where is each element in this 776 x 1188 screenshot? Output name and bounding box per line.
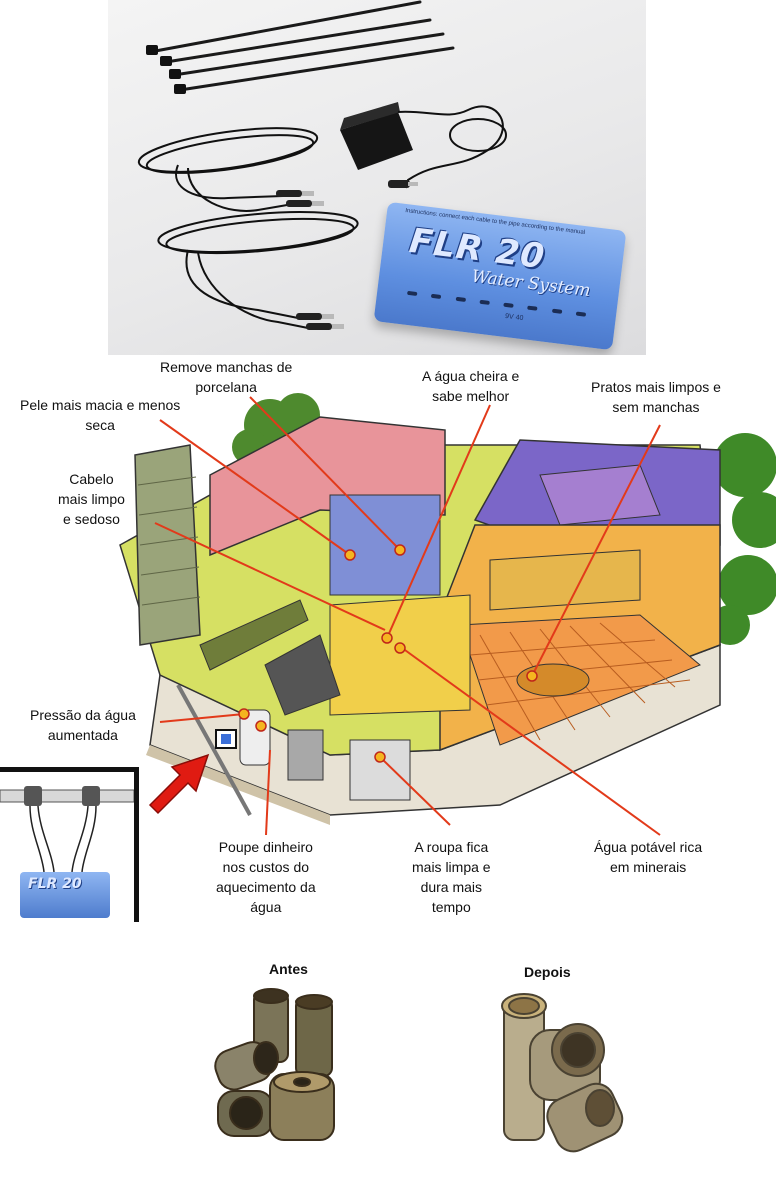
cables-and-ties-graphic [137,0,507,330]
callout-pressao: Pressão da água aumentada [30,705,136,745]
callout-remove-manchas: Remove manchas de porcelana [160,357,292,397]
callout-line: seca [85,417,115,433]
callout-agua-potavel: Água potável rica em minerais [594,837,702,877]
callout-line: aquecimento da [216,879,316,895]
callout-poupe: Poupe dinheiro nos custos do aquecimento… [216,837,316,917]
callout-line: mais limpo [58,491,125,507]
callout-line: em minerais [609,859,687,875]
callout-line: Pratos mais limpos e [591,379,721,395]
callout-pratos: Pratos mais limpos e sem manchas [591,377,721,417]
device-connector [503,302,514,308]
callout-line: e sedoso [63,511,120,527]
callout-line: Pele mais macia e menos [20,397,181,413]
house-cutaway-graphic [119,393,776,836]
callout-roupa: A roupa fica mais limpa e dura mais temp… [412,837,491,917]
red-arrow [148,753,210,815]
inset-installation-diagram: FLR 20 [0,767,139,922]
callout-line: sabe melhor [432,388,510,404]
inset-flr20-device: FLR 20 [20,872,110,918]
callout-cabelo: Cabelo mais limpo e sedoso [58,469,125,529]
before-heading: Antes [269,961,308,977]
product-photo: Instructions: connect each cable to the … [108,0,646,355]
device-connector [407,290,418,297]
callout-line: mais limpa e [412,859,491,875]
callout-line: Pressão da água [30,707,136,723]
callout-line: Remove manchas de [160,359,293,375]
pipe-and-cables-graphic [0,786,134,873]
callout-line: dura mais [420,879,483,895]
device-connector [431,293,442,299]
house-illustration: Remove manchas de porcelana A água cheir… [0,345,776,930]
callout-agua-cheira: A água cheira e sabe melhor [422,366,519,406]
callout-line: Água potável rica [594,839,703,855]
scaled-pipes-photo [214,988,335,1141]
inset-device-logo: FLR 20 [28,876,82,892]
callout-line: sem manchas [612,399,700,415]
callout-pele: Pele mais macia e menos seca [20,395,180,435]
callout-line: nos custos do [222,859,310,875]
callout-line: aumentada [47,727,118,743]
callout-line: A água cheira e [422,368,520,384]
tree-right [710,433,776,645]
callout-line: Cabelo [69,471,114,487]
device-connector [551,308,563,314]
device-connector [575,311,587,317]
callout-line: água [250,899,282,915]
callout-line: tempo [431,899,471,915]
callout-line: porcelana [195,379,257,395]
after-heading: Depois [524,964,571,980]
device-connector [527,305,538,311]
device-connector [455,296,466,302]
clean-pipes-photo [501,993,624,1153]
device-model-label: 9V 40 [504,312,524,323]
callout-line: Poupe dinheiro [218,839,313,855]
callout-line: A roupa fica [414,839,489,855]
device-connector [479,299,490,305]
